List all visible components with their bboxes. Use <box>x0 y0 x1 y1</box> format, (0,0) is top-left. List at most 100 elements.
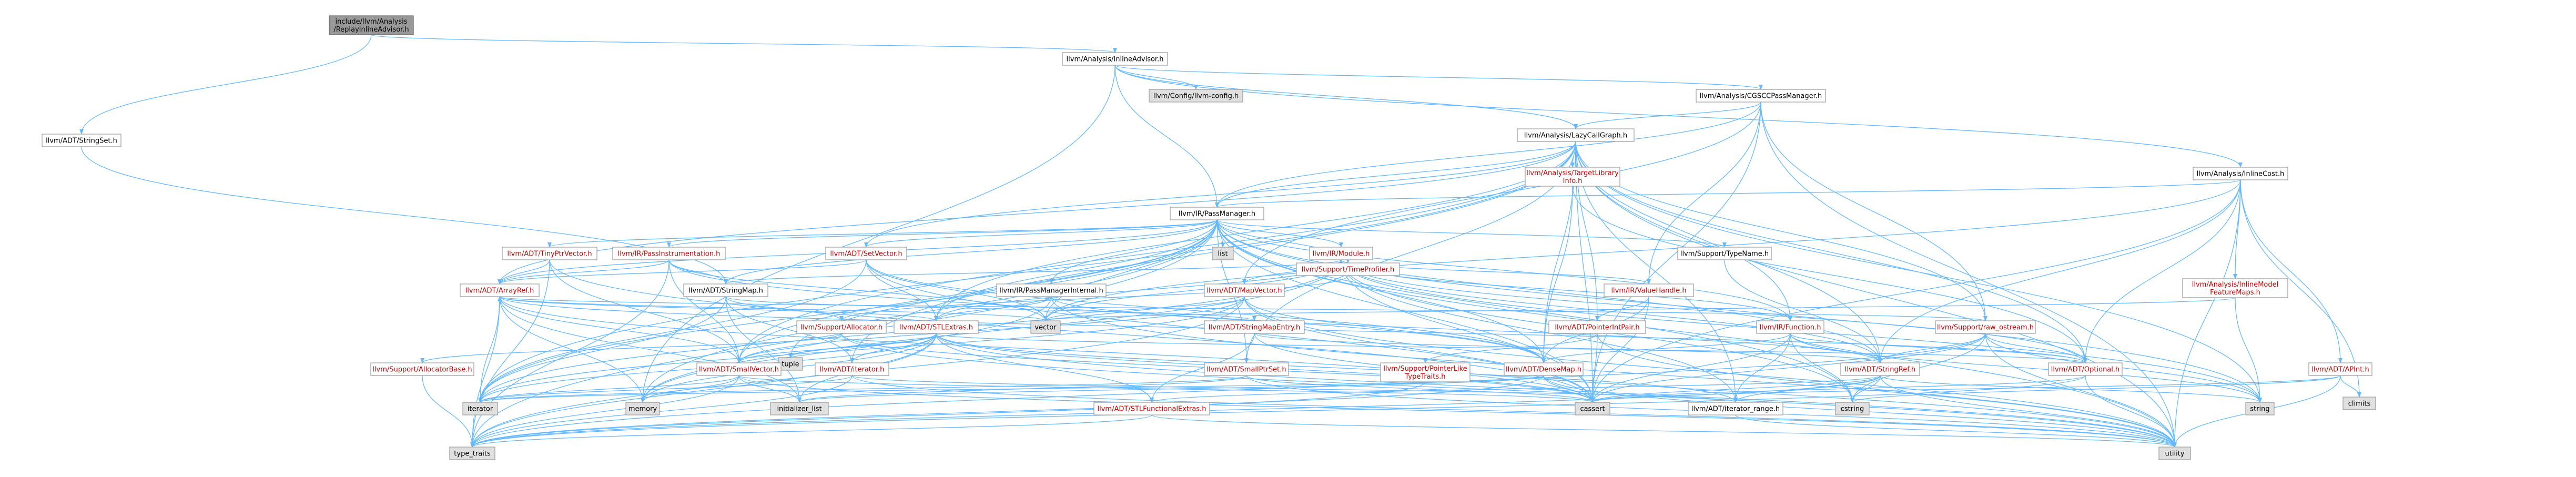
node-typename[interactable]: llvm/Support/TypeName.h <box>1677 247 1772 260</box>
edge-densemap-to-iterator <box>478 375 1544 403</box>
edge-stringref-to-stlfunc <box>1150 375 1881 403</box>
node-box <box>1517 128 1635 142</box>
node-label: llvm/Support/TimeProfiler.h <box>1302 266 1395 274</box>
edge-arrayref-to-smallvector <box>499 296 741 363</box>
node-label: llvm/ADT/PointerIntPair.h <box>1555 324 1639 332</box>
node-allocatorbase[interactable]: llvm/Support/AllocatorBase.h <box>370 362 474 376</box>
node-label: string <box>2250 405 2269 413</box>
node-box <box>1062 52 1168 66</box>
node-label: llvm/Analysis/LazyCallGraph.h <box>1524 132 1627 140</box>
node-box <box>815 362 889 376</box>
edge-passmanager-to-setvector <box>864 219 1218 248</box>
edge-stlfunc-to-type_traits <box>470 414 1152 448</box>
node-iterrange[interactable]: llvm/ADT/iterator_range.h <box>1688 402 1783 415</box>
node-function[interactable]: llvm/IR/Function.h <box>1756 320 1824 334</box>
edge-passmanager-to-vector <box>1043 219 1218 321</box>
edge-stlextras-to-tuple <box>788 333 937 358</box>
node-box <box>460 283 540 297</box>
node-utility: utility <box>2158 446 2191 460</box>
node-passmanager[interactable]: llvm/IR/PassManager.h <box>1170 207 1264 220</box>
node-smallptrset[interactable]: llvm/ADT/SmallPtrSet.h <box>1204 362 1289 376</box>
node-label: llvm/Analysis/InlineModel <box>2192 281 2278 289</box>
edge-module-to-iterrange <box>1341 259 1738 403</box>
node-box <box>2245 402 2275 415</box>
node-stringset[interactable]: llvm/ADT/StringSet.h <box>42 134 121 147</box>
edge-mapvector-to-iterator <box>478 296 1245 403</box>
node-stringmap[interactable]: llvm/ADT/StringMap.h <box>683 283 768 297</box>
node-box <box>1688 402 1783 415</box>
edge-raw_ostream-to-string <box>1985 333 2262 403</box>
edge-apint-to-cstring <box>1850 375 2341 403</box>
edge-iterator_h-to-iterator <box>478 375 853 403</box>
edge-arrayref-to-type_traits <box>470 296 500 448</box>
edge-smallptrset-to-iterator <box>478 375 1247 403</box>
node-cstring: cstring <box>1835 402 1870 415</box>
node-box <box>2342 397 2376 410</box>
node-climits: climits <box>2342 397 2376 410</box>
node-valuehandle[interactable]: llvm/IR/ValueHandle.h <box>1604 283 1694 297</box>
node-module[interactable]: llvm/IR/Module.h <box>1309 247 1373 260</box>
node-label: llvm/Analysis/CGSCCPassManager.h <box>1700 93 1822 100</box>
edge-allocatorbase-to-type_traits <box>422 375 474 448</box>
edge-stringmapentry-to-stlfunc <box>1150 333 1255 403</box>
node-mapvector[interactable]: llvm/ADT/MapVector.h <box>1204 283 1285 297</box>
edge-setvector-to-iterator <box>478 259 867 403</box>
edge-smallvector-to-initlist <box>738 375 802 403</box>
node-allocator[interactable]: llvm/Support/Allocator.h <box>796 320 887 334</box>
node-inlinecost[interactable]: llvm/Analysis/InlineCost.h <box>2193 167 2288 180</box>
node-label: llvm/ADT/STLFunctionalExtras.h <box>1098 405 1206 413</box>
node-label: llvm/Analysis/InlineAdvisor.h <box>1067 56 1164 64</box>
edge-cgscc-to-passmanager <box>1215 102 1761 208</box>
node-label: llvm/ADT/StringMapEntry.h <box>1209 324 1301 332</box>
node-stringref[interactable]: llvm/ADT/StringRef.h <box>1840 362 1920 376</box>
node-label: llvm/IR/ValueHandle.h <box>1611 287 1686 295</box>
edge-stringmap-to-initlist <box>725 296 802 403</box>
node-stlextras[interactable]: llvm/ADT/STLExtras.h <box>894 320 979 334</box>
node-timeprofiler[interactable]: llvm/Support/TimeProfiler.h <box>1296 262 1400 276</box>
edge-stlextras-to-utility <box>936 333 2177 448</box>
edge-mapvector-to-cassert <box>1244 296 1595 403</box>
node-box <box>1504 362 1584 376</box>
node-smallvector[interactable]: llvm/ADT/SmallVector.h <box>696 362 782 376</box>
node-cgscc[interactable]: llvm/Analysis/CGSCCPassManager.h <box>1696 89 1826 103</box>
node-label: cstring <box>1841 405 1864 413</box>
node-stringmapentry[interactable]: llvm/ADT/StringMapEntry.h <box>1204 320 1305 334</box>
node-densemap[interactable]: llvm/ADT/DenseMap.h <box>1504 362 1584 376</box>
edge-stringref-to-utility <box>1880 375 2177 448</box>
edge-passmanager-to-densemap <box>1216 219 1546 363</box>
node-label: llvm/IR/PassManager.h <box>1179 210 1255 218</box>
node-optional[interactable]: llvm/ADT/Optional.h <box>2048 362 2123 376</box>
node-setvector[interactable]: llvm/ADT/SetVector.h <box>825 247 907 260</box>
edge-optional-to-cassert <box>1590 375 2086 403</box>
edge-passmanager-to-stringref <box>1216 219 1882 363</box>
node-tinyptr[interactable]: llvm/ADT/TinyPtrVector.h <box>502 247 597 260</box>
node-label: TypeTraits.h <box>1404 373 1445 381</box>
node-label: llvm/ADT/StringSet.h <box>46 137 117 145</box>
node-inline_advisor[interactable]: llvm/Analysis/InlineAdvisor.h <box>1062 52 1168 66</box>
node-pminternal[interactable]: llvm/IR/PassManagerInternal.h <box>996 283 1107 297</box>
edge-cgscc-to-lazycg <box>1574 102 1761 129</box>
node-box <box>1204 283 1285 297</box>
node-box <box>2193 167 2288 180</box>
node-label: llvm/Analysis/InlineCost.h <box>2197 170 2285 178</box>
edge-stringmap-to-iterator_h <box>725 296 854 363</box>
node-label: llvm/ADT/iterator_range.h <box>1691 405 1780 413</box>
node-pointerintpair[interactable]: llvm/ADT/PointerIntPair.h <box>1548 320 1646 334</box>
edge-cgscc-to-cassert <box>1590 102 1761 403</box>
node-raw_ostream[interactable]: llvm/Support/raw_ostream.h <box>1935 320 2036 334</box>
node-lazycg[interactable]: llvm/Analysis/LazyCallGraph.h <box>1517 128 1635 142</box>
node-config: llvm/Config/llvm-config.h <box>1149 89 1243 103</box>
edge-stringref-to-cstring <box>1850 375 1881 403</box>
node-passinstr[interactable]: llvm/IR/PassInstrumentation.h <box>612 247 726 260</box>
edge-lazycg-to-passmanager <box>1215 141 1576 208</box>
edge-passmanager-to-string <box>1216 219 2262 403</box>
node-iterator_h[interactable]: llvm/ADT/iterator.h <box>815 362 889 376</box>
node-arrayref[interactable]: llvm/ADT/ArrayRef.h <box>460 283 540 297</box>
node-apint[interactable]: llvm/ADT/APInt.h <box>2308 362 2372 376</box>
node-stlfunc[interactable]: llvm/ADT/STLFunctionalExtras.h <box>1093 402 1210 415</box>
node-box <box>1548 320 1646 334</box>
